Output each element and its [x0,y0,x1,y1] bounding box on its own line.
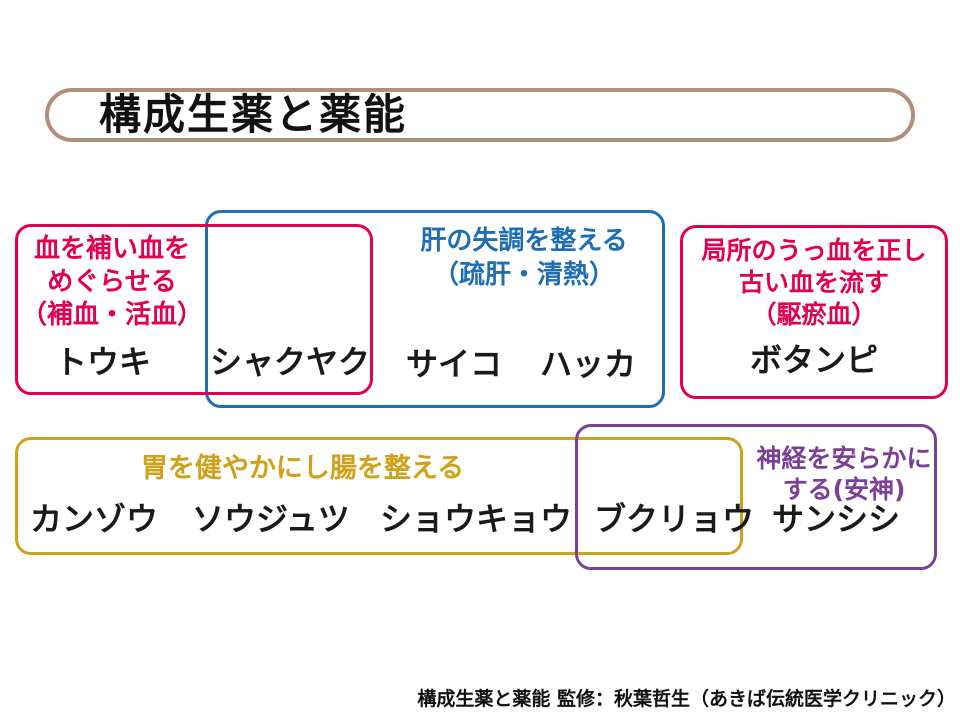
herb-label-botanpi: ボタンピ [749,341,878,379]
title-box: 構成生薬と薬能 [45,88,915,142]
effect-line: （補血・活血） [20,300,203,330]
effect-line: 局所のうっ血を正し [701,236,927,265]
group-effect-stomach: 胃を健やかにし腸を整える [30,452,575,486]
group-box-stomach [15,437,743,555]
herb-label-hakka: ハッカ [540,345,637,383]
herb-label-touki: トウキ [55,343,152,381]
effect-line: 血を補い血を [33,234,190,264]
herb-label-bukuryou: ブクリョウ [594,500,755,538]
group-box-blood [15,224,373,395]
group-box-stasis [680,225,948,399]
herb-label-soujutsu: ソウジュツ [192,500,350,538]
herb-label-sanshishi: サンシシ [772,500,901,538]
effect-line: （疏肝・清熱） [432,260,615,290]
group-effect-liver: 肝の失調を整える （疏肝・清熱） [392,224,656,292]
herb-label-shoukyou: ショウキョウ [380,500,573,538]
herb-label-saiko: サイコ [406,345,503,383]
effect-line: めぐらせる [47,267,177,297]
group-box-nerves [575,424,937,570]
effect-line: 胃を健やかにし腸を整える [140,453,465,484]
supervision-caption: 構成生薬と薬能 監修：秋葉哲生（あきば伝統医学クリニック） [417,688,956,710]
effect-line: 古い血を流す [738,268,889,297]
group-effect-nerves: 神経を安らかに する(安神) [748,443,940,505]
herb-label-shakuyaku: シャクヤク [210,343,371,381]
effect-line: 神経を安らかに [756,444,932,473]
effect-line: 肝の失調を整える [420,226,628,256]
group-effect-blood: 血を補い血を めぐらせる （補血・活血） [15,233,209,332]
herb-label-kanzou: カンゾウ [30,500,159,538]
group-box-liver [205,210,665,408]
group-effect-stasis: 局所のうっ血を正し 古い血を流す （駆瘀血） [682,235,946,331]
effect-line: （駆瘀血） [751,300,877,329]
effect-line: する(安神) [782,475,906,504]
page-title: 構成生薬と薬能 [99,90,408,139]
